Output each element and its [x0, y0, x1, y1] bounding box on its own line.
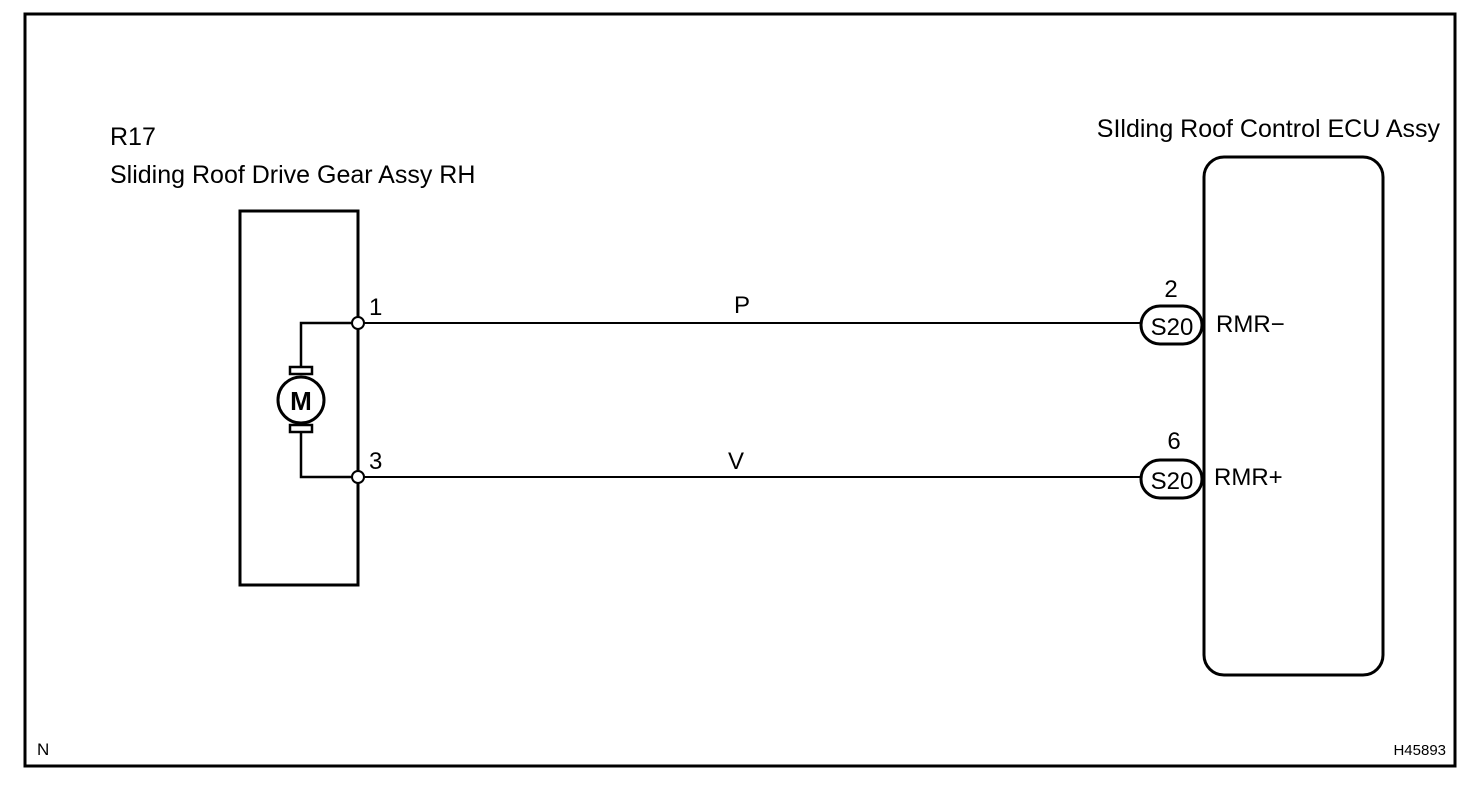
- diagram-frame: [23, 12, 1457, 768]
- signal-rmr-plus-label: RMR+: [1214, 464, 1283, 491]
- pin-3-label: 3: [369, 448, 382, 475]
- connector-s20-pin-6: S20: [1139, 458, 1204, 500]
- drive-gear-box: [238, 209, 360, 587]
- motor-wire-bottom: [299, 429, 358, 479]
- wire-p-color-label: P: [734, 292, 750, 319]
- connector-id-label: S20: [1151, 468, 1194, 495]
- corner-mark-left: N: [37, 740, 49, 759]
- ecu-pin-6-label: 6: [1167, 428, 1180, 455]
- connector-id-label: S20: [1151, 314, 1194, 341]
- left-component-name: Sliding Roof Drive Gear Assy RH: [110, 161, 475, 189]
- right-component-name: SIlding Roof Control ECU Assy: [1097, 115, 1441, 143]
- ecu-pin-2-label: 2: [1164, 276, 1177, 303]
- pin-3-terminal-icon: [351, 470, 365, 484]
- signal-rmr-minus-label: RMR−: [1216, 311, 1285, 338]
- ecu-box: [1202, 155, 1385, 677]
- motor-icon: M: [276, 365, 326, 434]
- figure-id-label: H45893: [1393, 742, 1446, 759]
- wire-v-color-label: V: [728, 448, 744, 475]
- pin-1-label: 1: [369, 294, 382, 321]
- connector-s20-pin-2: S20: [1139, 304, 1204, 346]
- motor-label: M: [290, 386, 312, 416]
- pin-1-terminal-icon: [351, 316, 365, 330]
- left-component-code: R17: [110, 123, 156, 151]
- motor-wire-top: [299, 321, 358, 371]
